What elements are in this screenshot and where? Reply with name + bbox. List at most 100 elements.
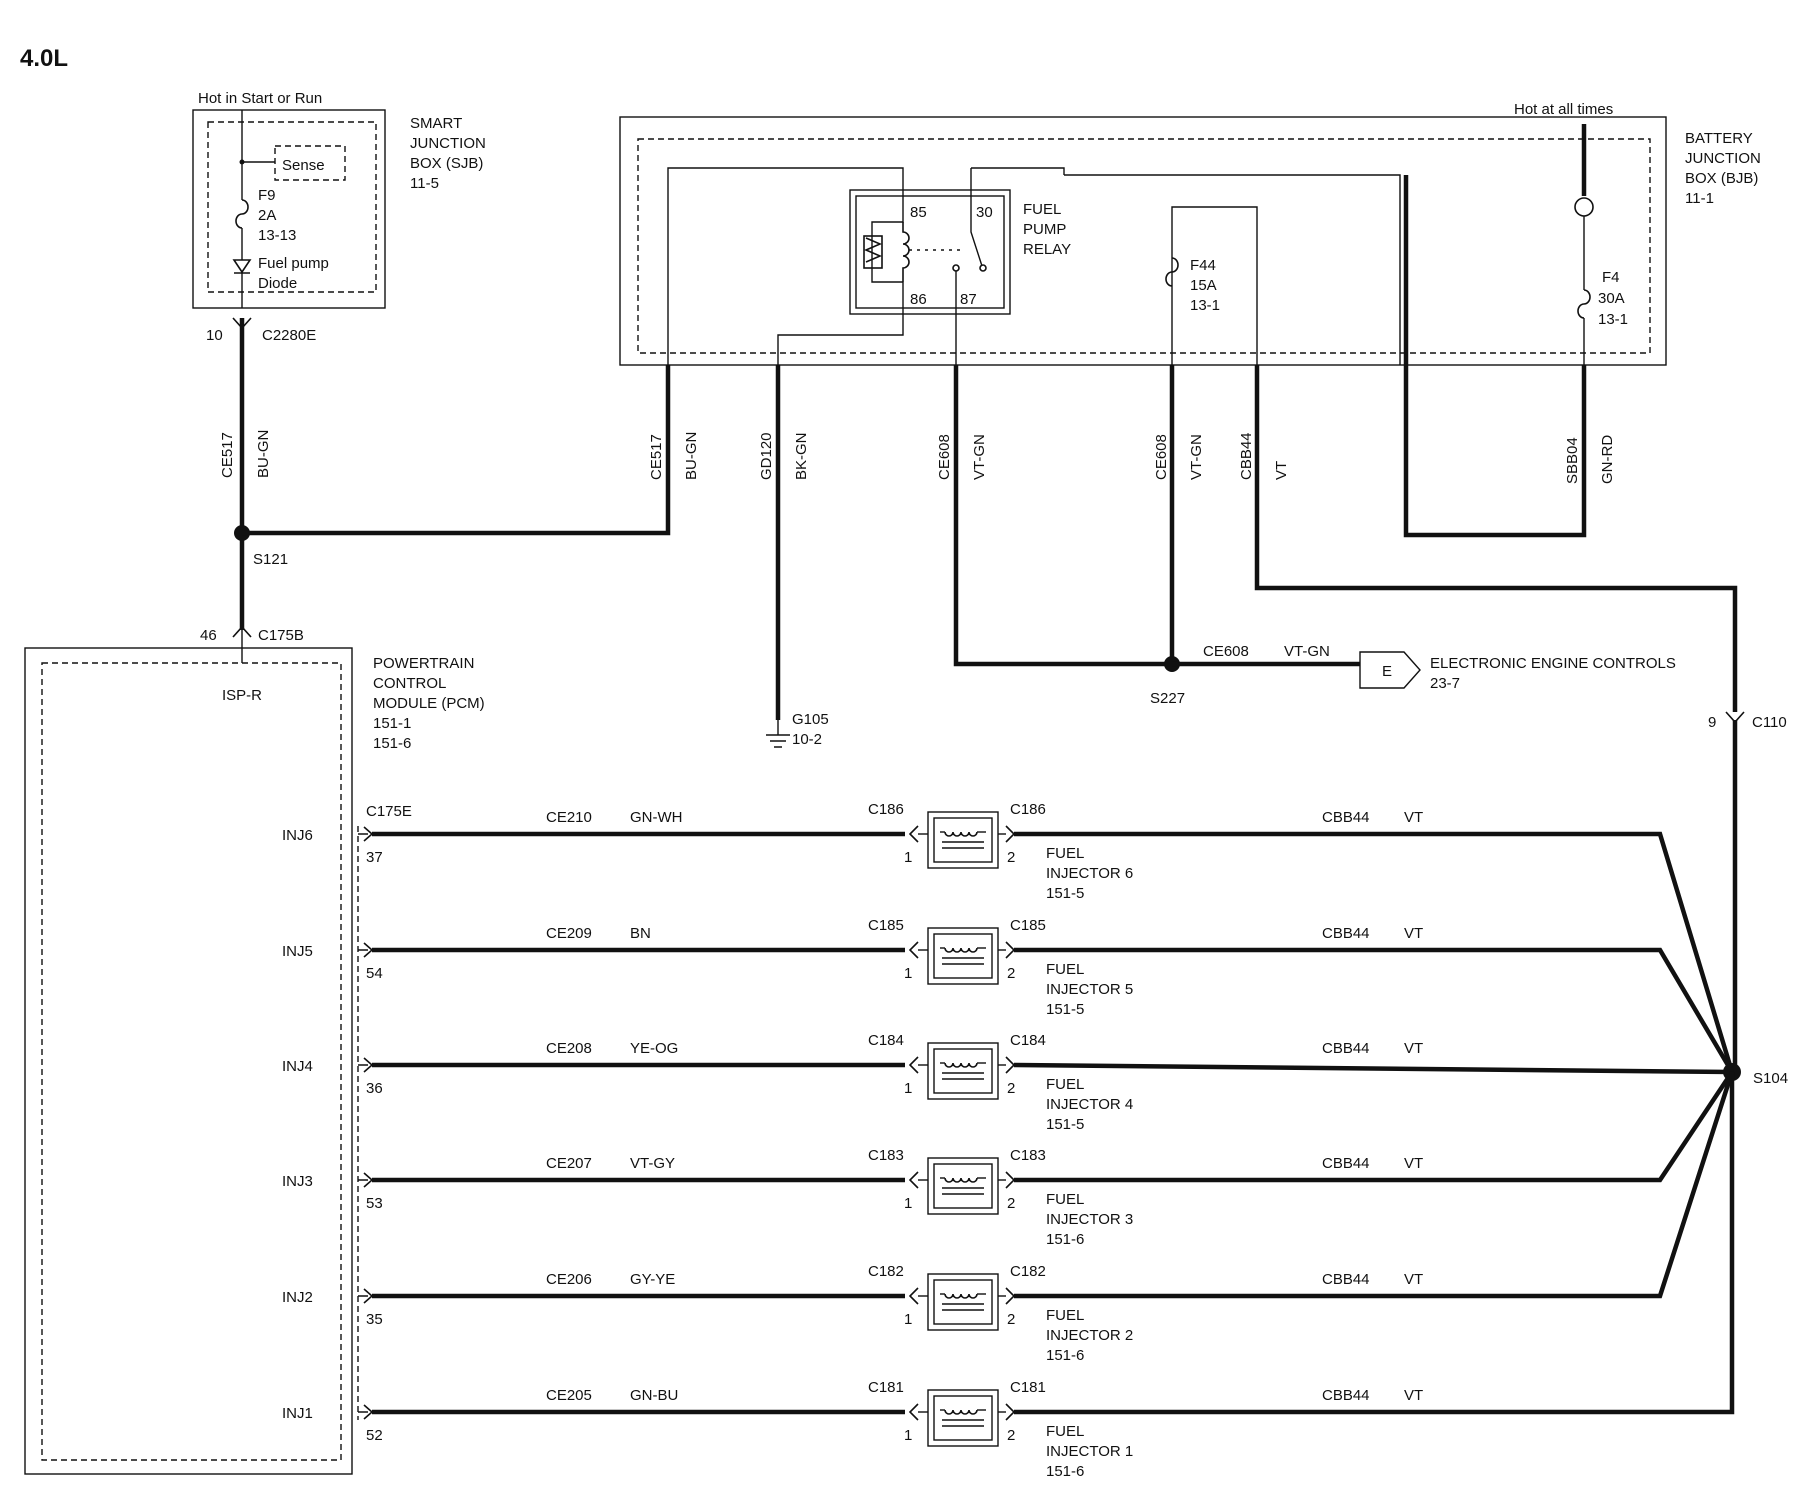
relay-switch — [970, 215, 983, 267]
fuel-injector — [927, 1273, 999, 1331]
connector-label: C175E — [366, 803, 412, 820]
connector-label: C183 — [1010, 1147, 1046, 1164]
resistor-icon — [863, 235, 883, 269]
wire-label: GN-BU — [630, 1387, 678, 1404]
injector-label: INJECTOR 6 — [1046, 865, 1133, 882]
injector-feed-wire — [1014, 947, 1734, 1074]
connector-label: C186 — [1010, 801, 1046, 818]
powertrain-control-module: 46 C175B ISP-R POWERTRAIN CONTROL MODULE… — [24, 625, 485, 1475]
pcm-label-line: CONTROL — [373, 675, 446, 692]
relay-label: PUMP — [1023, 221, 1066, 238]
wire-label: CE608 — [1203, 643, 1249, 660]
fuel-injector — [927, 927, 999, 985]
pcm-injector-pin: INJ1 — [282, 1405, 313, 1422]
wire-ce608-relay — [953, 365, 1172, 667]
pcm-injector-pin: INJ4 — [282, 1058, 313, 1075]
splice-label: S104 — [1753, 1070, 1788, 1087]
connector-icon — [1005, 1403, 1016, 1421]
pcm-injector-pin: INJ3 — [282, 1173, 313, 1190]
wire-label: VT-GY — [630, 1155, 675, 1172]
pin-number: 2 — [1007, 1427, 1015, 1444]
ground-label: 10-2 — [792, 731, 822, 748]
bjb-label-line: BATTERY — [1685, 130, 1753, 147]
wire-label: CE517 — [648, 434, 665, 480]
pcm-injector-pin: INJ2 — [282, 1289, 313, 1306]
pin-number: 1 — [904, 849, 912, 866]
pin-number: 36 — [366, 1080, 383, 1097]
relay-pin: 87 — [960, 291, 977, 308]
diode-label: Fuel pump — [258, 255, 329, 272]
fuse-f4-label: 13-1 — [1598, 311, 1628, 328]
fuel-pump-relay — [849, 189, 1011, 315]
wire-label: CBB44 — [1322, 1155, 1370, 1172]
injector-label: INJECTOR 4 — [1046, 1096, 1133, 1113]
fuel-injector — [927, 1157, 999, 1215]
pin-number: 2 — [1007, 1195, 1015, 1212]
connector-icon — [358, 1404, 374, 1420]
diode-label: Diode — [258, 275, 297, 292]
injector-ref: 151-6 — [1046, 1463, 1084, 1480]
pin-number: 2 — [1007, 965, 1015, 982]
connector-label: C186 — [868, 801, 904, 818]
wire-label: CBB44 — [1322, 1387, 1370, 1404]
connector-icon — [1005, 1171, 1016, 1189]
eec-label: ELECTRONIC ENGINE CONTROLS — [1430, 655, 1676, 672]
solenoid-icon — [942, 1062, 984, 1080]
solenoid-icon — [942, 831, 984, 849]
splice-label: S121 — [253, 551, 288, 568]
injector-label: FUEL — [1046, 961, 1084, 978]
fuse-f44-label: F44 — [1190, 257, 1216, 274]
connector-icon — [358, 942, 374, 958]
connector-label: C184 — [868, 1032, 904, 1049]
injector-feed-wire — [1014, 831, 1735, 1073]
connector-icon — [232, 625, 252, 638]
relay-pin: 86 — [910, 291, 927, 308]
fuse-f9-label: 2A — [258, 207, 276, 224]
wire-label: BN — [630, 925, 651, 942]
injector-label: FUEL — [1046, 1307, 1084, 1324]
pin-number: 54 — [366, 965, 383, 982]
coil-icon — [902, 222, 910, 282]
wire-label: VT — [1404, 809, 1423, 826]
injector-feed-wire — [1014, 1070, 1734, 1183]
connector-label: C181 — [868, 1379, 904, 1396]
pin-number: 1 — [904, 1427, 912, 1444]
wire-label: CE208 — [546, 1040, 592, 1057]
wire-label: CE206 — [546, 1271, 592, 1288]
injector-label: INJECTOR 1 — [1046, 1443, 1133, 1460]
wire-cbb44 — [1254, 365, 1738, 712]
connector-icon — [358, 1288, 374, 1304]
connector-label: C183 — [868, 1147, 904, 1164]
wire-label: CE207 — [546, 1155, 592, 1172]
connector-icon — [908, 1171, 919, 1189]
pin-number: 37 — [366, 849, 383, 866]
diode-icon — [232, 259, 252, 274]
connector-icon — [908, 1287, 919, 1305]
sjb-label-line: SMART — [410, 115, 462, 132]
wire-label: VT-GN — [1284, 643, 1330, 660]
connector-icon — [1005, 825, 1016, 843]
pin-number: 10 — [206, 327, 223, 344]
wire-label: VT-GN — [1188, 434, 1205, 480]
injector-label: INJECTOR 3 — [1046, 1211, 1133, 1228]
injector-label: FUEL — [1046, 1423, 1084, 1440]
pin-number: 2 — [1007, 849, 1015, 866]
injector-ref: 151-5 — [1046, 885, 1084, 902]
connector-icon — [908, 825, 919, 843]
wire-label: CBB44 — [1322, 925, 1370, 942]
pin-number: 53 — [366, 1195, 383, 1212]
wire-label: CE517 — [219, 432, 236, 478]
wire-label: CE205 — [546, 1387, 592, 1404]
ground-label: G105 — [792, 711, 829, 728]
pin-number: 1 — [904, 1080, 912, 1097]
solenoid-icon — [942, 947, 984, 965]
wire-label: CE209 — [546, 925, 592, 942]
injector-label: FUEL — [1046, 1076, 1084, 1093]
relay-label: FUEL — [1023, 201, 1061, 218]
connector-icon — [1005, 1056, 1016, 1074]
connector-label: C182 — [1010, 1263, 1046, 1280]
injector-ref: 151-6 — [1046, 1347, 1084, 1364]
fuse-icon — [1577, 289, 1591, 319]
fuel-injector — [927, 1389, 999, 1447]
pcm-injector-pin: INJ5 — [282, 943, 313, 960]
